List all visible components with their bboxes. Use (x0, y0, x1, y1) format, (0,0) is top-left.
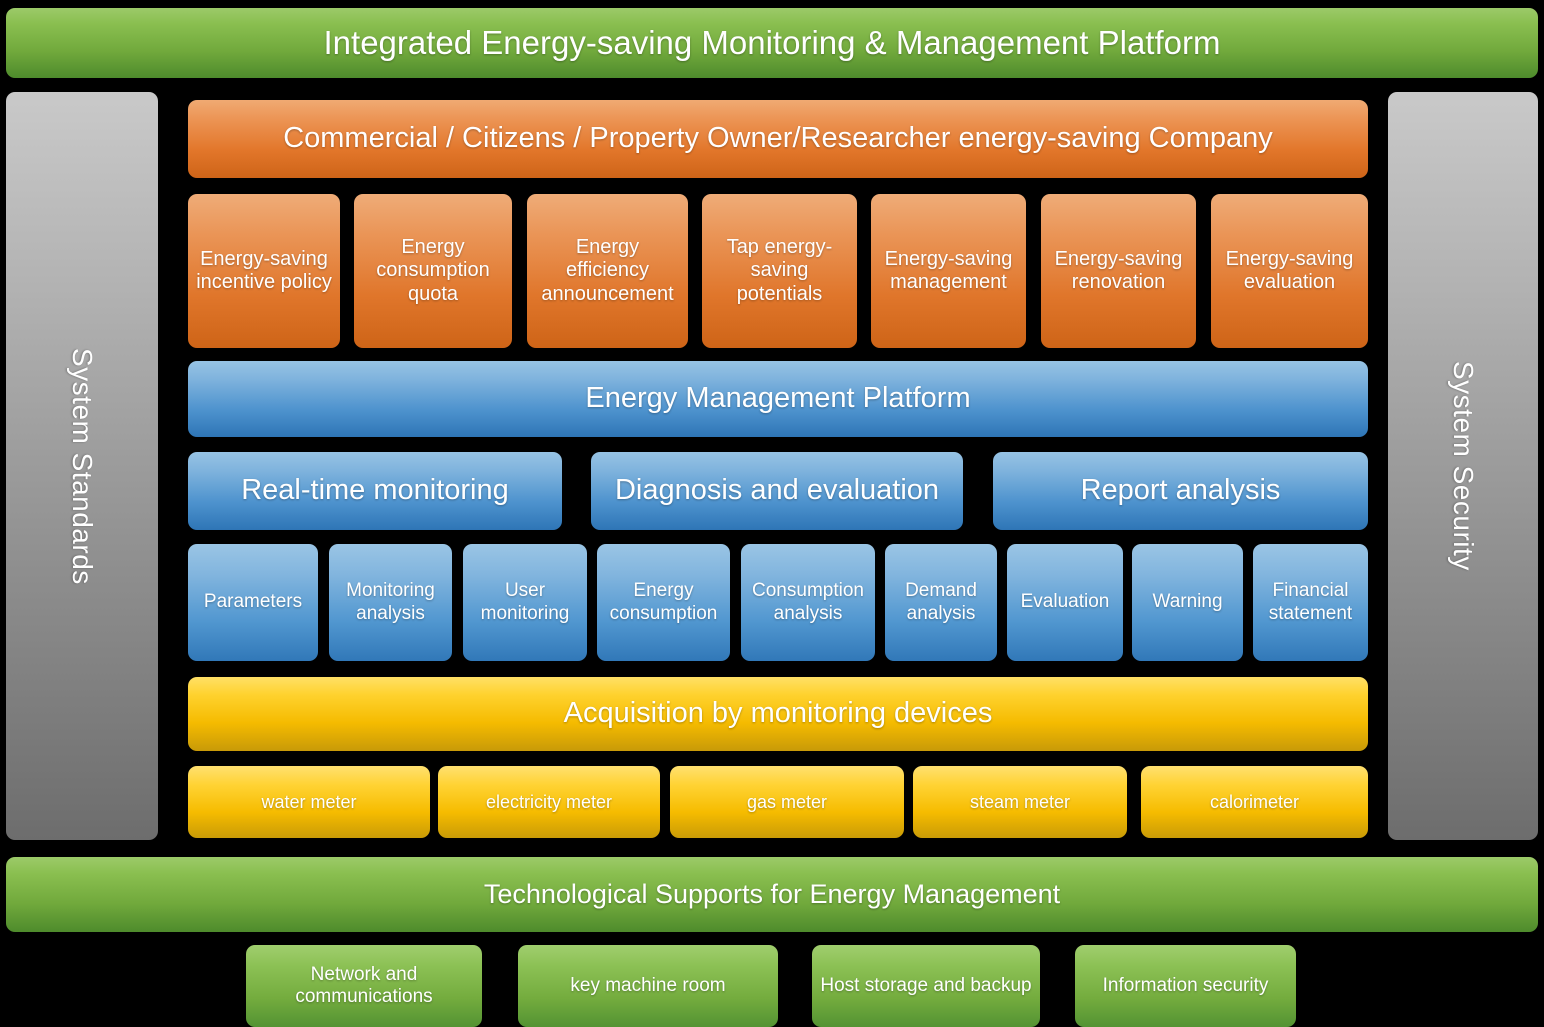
function-group-real-time-monitoring[interactable]: Real-time monitoring (188, 452, 562, 530)
support-item-information-security[interactable]: Information security (1075, 945, 1296, 1027)
policy-box-efficiency-announcement[interactable]: Energy efficiency announcement (527, 194, 688, 348)
side-panel-system-security: System Security (1388, 92, 1538, 840)
policy-box-management[interactable]: Energy-saving management (871, 194, 1026, 348)
support-item-network-communications[interactable]: Network and communications (246, 945, 482, 1027)
stakeholder-bar: Commercial / Citizens / Property Owner/R… (188, 100, 1368, 178)
function-item-evaluation[interactable]: Evaluation (1007, 544, 1123, 661)
platform-title-banner: Integrated Energy-saving Monitoring & Ma… (6, 8, 1538, 78)
meter-steam[interactable]: steam meter (913, 766, 1127, 838)
meter-gas[interactable]: gas meter (670, 766, 904, 838)
support-item-key-machine-room[interactable]: key machine room (518, 945, 778, 1027)
function-item-monitoring-analysis[interactable]: Monitoring analysis (329, 544, 452, 661)
policy-box-incentive-policy[interactable]: Energy-saving incentive policy (188, 194, 340, 348)
energy-management-platform-bar: Energy Management Platform (188, 361, 1368, 437)
support-item-host-storage-backup[interactable]: Host storage and backup (812, 945, 1040, 1027)
policy-box-renovation[interactable]: Energy-saving renovation (1041, 194, 1196, 348)
function-item-consumption-analysis[interactable]: Consumption analysis (741, 544, 875, 661)
policy-box-consumption-quota[interactable]: Energy consumption quota (354, 194, 512, 348)
meter-electricity[interactable]: electricity meter (438, 766, 660, 838)
function-item-demand-analysis[interactable]: Demand analysis (885, 544, 997, 661)
side-panel-left-label: System Standards (67, 347, 99, 585)
function-item-financial-statement[interactable]: Financial statement (1253, 544, 1368, 661)
meter-calorimeter[interactable]: calorimeter (1141, 766, 1368, 838)
side-panel-right-label: System Security (1448, 361, 1480, 571)
side-panel-system-standards: System Standards (6, 92, 158, 840)
function-item-parameters[interactable]: Parameters (188, 544, 318, 661)
function-item-energy-consumption[interactable]: Energy consumption (597, 544, 730, 661)
function-item-user-monitoring[interactable]: User monitoring (463, 544, 587, 661)
policy-box-tap-potentials[interactable]: Tap energy-saving potentials (702, 194, 857, 348)
function-group-diagnosis-and-evaluation[interactable]: Diagnosis and evaluation (591, 452, 963, 530)
policy-box-evaluation[interactable]: Energy-saving evaluation (1211, 194, 1368, 348)
meter-water[interactable]: water meter (188, 766, 430, 838)
technological-supports-bar: Technological Supports for Energy Manage… (6, 857, 1538, 932)
function-item-warning[interactable]: Warning (1132, 544, 1243, 661)
acquisition-bar: Acquisition by monitoring devices (188, 677, 1368, 751)
function-group-report-analysis[interactable]: Report analysis (993, 452, 1368, 530)
